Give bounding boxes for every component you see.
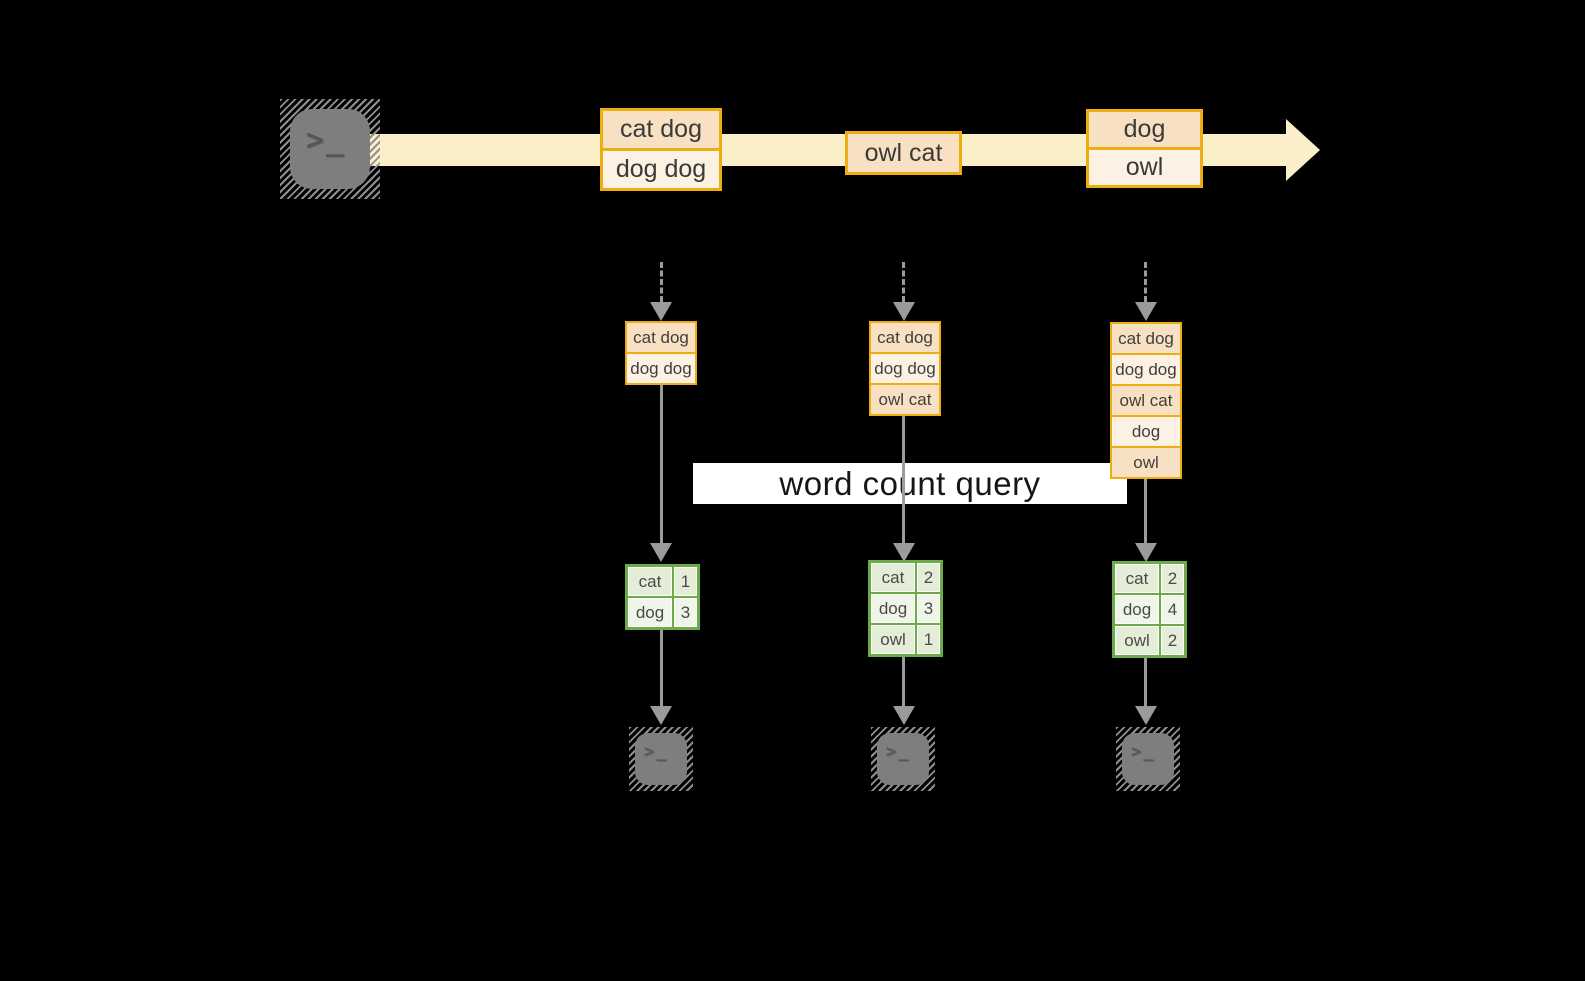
solid-arrow-line: [902, 657, 905, 706]
arrowhead-icon: [1135, 302, 1157, 321]
query-label: word count query: [693, 463, 1127, 504]
dashed-arrow-line: [1144, 262, 1147, 302]
word-cell: owl: [871, 625, 915, 654]
word-cell: cat: [1115, 564, 1159, 593]
solid-arrow-line: [902, 416, 905, 543]
terminal-body: >_: [635, 733, 687, 785]
arrowhead-icon: [893, 706, 915, 725]
stream-record: cat dog: [603, 111, 719, 148]
terminal-prompt-glyph: >_: [644, 742, 669, 762]
stream-record: dog dog: [603, 148, 719, 188]
output-terminal-icon: >_: [1116, 727, 1180, 791]
input-record: dog dog: [1112, 353, 1180, 384]
input-record: dog dog: [627, 352, 695, 383]
output-terminal-icon: >_: [629, 727, 693, 791]
count-cell: 3: [917, 594, 940, 623]
dashed-arrow-line: [902, 262, 905, 302]
terminal-prompt-glyph: >_: [886, 742, 911, 762]
arrowhead-icon: [1135, 706, 1157, 725]
count-cell: 2: [1161, 626, 1184, 655]
word-cell: owl: [1115, 626, 1159, 655]
solid-arrow-line: [1144, 479, 1147, 543]
count-cell: 1: [917, 625, 940, 654]
dashed-arrow-line: [660, 262, 663, 302]
count-cell: 4: [1161, 595, 1184, 624]
count-cell: 2: [917, 563, 940, 592]
stream-record: owl cat: [848, 134, 959, 172]
word-cell: cat: [628, 567, 672, 596]
terminal-body: >_: [877, 733, 929, 785]
input-stack-3: cat dog dog dog owl cat dog owl: [1110, 322, 1182, 479]
terminal-body: >_: [1122, 733, 1174, 785]
stream-record: owl: [1089, 147, 1200, 185]
count-table-2: cat 2 dog 3 owl 1: [868, 560, 943, 657]
solid-arrow-line: [660, 630, 663, 706]
input-record: dog dog: [871, 352, 939, 383]
stream-record: dog: [1089, 112, 1200, 147]
stream-batch-2: owl cat: [845, 131, 962, 175]
input-stack-1: cat dog dog dog: [625, 321, 697, 385]
arrowhead-icon: [650, 302, 672, 321]
input-record: owl cat: [1112, 384, 1180, 415]
input-record: owl: [1112, 446, 1180, 477]
input-record: cat dog: [627, 323, 695, 352]
word-cell: cat: [871, 563, 915, 592]
query-label-text: word count query: [779, 464, 1041, 502]
count-cell: 1: [674, 567, 697, 596]
count-table-1: cat 1 dog 3: [625, 564, 700, 630]
input-record: cat dog: [1112, 324, 1180, 353]
input-record: owl cat: [871, 383, 939, 414]
arrowhead-icon: [1135, 543, 1157, 562]
input-stack-2: cat dog dog dog owl cat: [869, 321, 941, 416]
input-record: dog: [1112, 415, 1180, 446]
count-cell: 3: [674, 598, 697, 627]
arrowhead-icon: [893, 302, 915, 321]
solid-arrow-line: [660, 385, 663, 543]
output-terminal-icon: >_: [871, 727, 935, 791]
arrowhead-icon: [650, 543, 672, 562]
input-record: cat dog: [871, 323, 939, 352]
arrowhead-icon: [893, 543, 915, 562]
word-cell: dog: [871, 594, 915, 623]
solid-arrow-line: [1144, 658, 1147, 706]
stream-batch-1: cat dog dog dog: [600, 108, 722, 191]
stream-batch-3: dog owl: [1086, 109, 1203, 188]
terminal-prompt-glyph: >_: [1131, 742, 1156, 762]
arrowhead-icon: [650, 706, 672, 725]
count-cell: 2: [1161, 564, 1184, 593]
source-terminal-icon: >_: [280, 99, 380, 199]
terminal-prompt-glyph: >_: [306, 123, 347, 158]
terminal-body: >_: [290, 109, 370, 189]
stream-timeline-arrowhead-icon: [1286, 119, 1320, 181]
word-cell: dog: [1115, 595, 1159, 624]
word-cell: dog: [628, 598, 672, 627]
count-table-3: cat 2 dog 4 owl 2: [1112, 561, 1187, 658]
